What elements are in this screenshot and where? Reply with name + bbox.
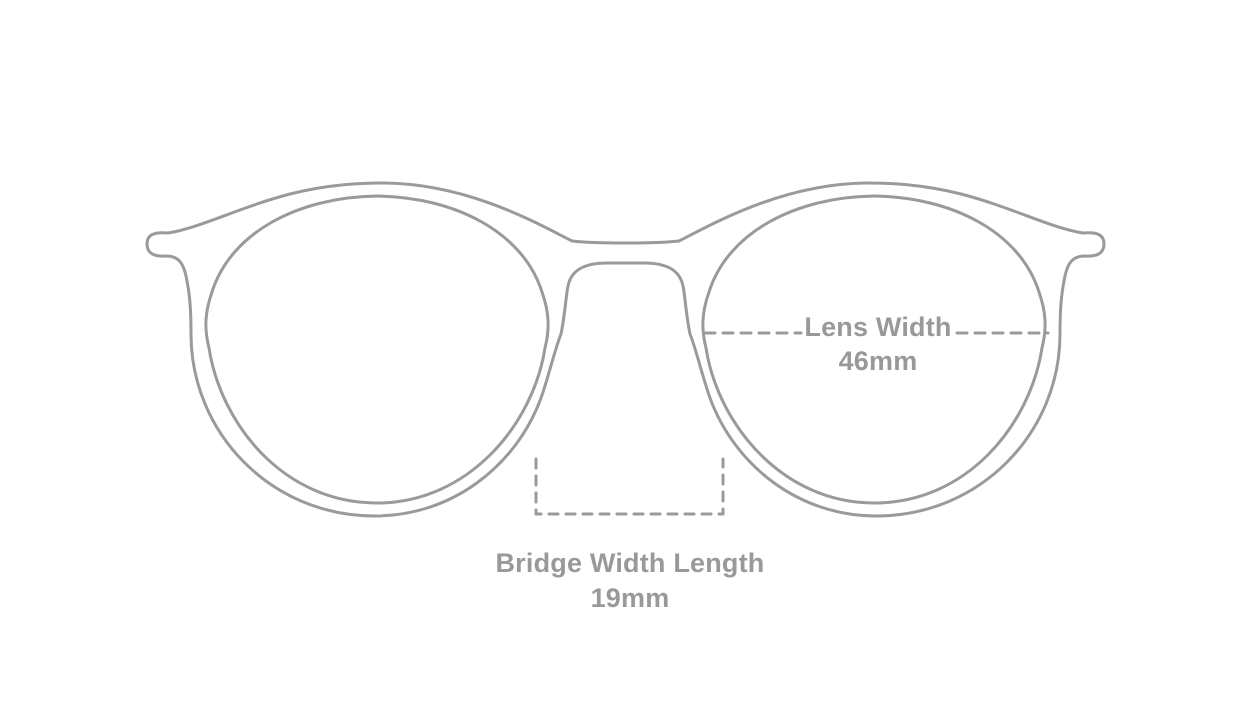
right-lens-aperture — [701, 194, 1047, 505]
bridge-width-label: Bridge Width Length — [495, 548, 765, 578]
frame-outer-outline — [145, 181, 1106, 518]
bridge-width-bracket — [534, 457, 725, 516]
left-lens-aperture — [204, 194, 550, 505]
lens-width-value: 46mm — [838, 346, 918, 376]
lens-width-label: Lens Width — [804, 312, 952, 342]
bridge-width-value: 19mm — [590, 583, 670, 613]
